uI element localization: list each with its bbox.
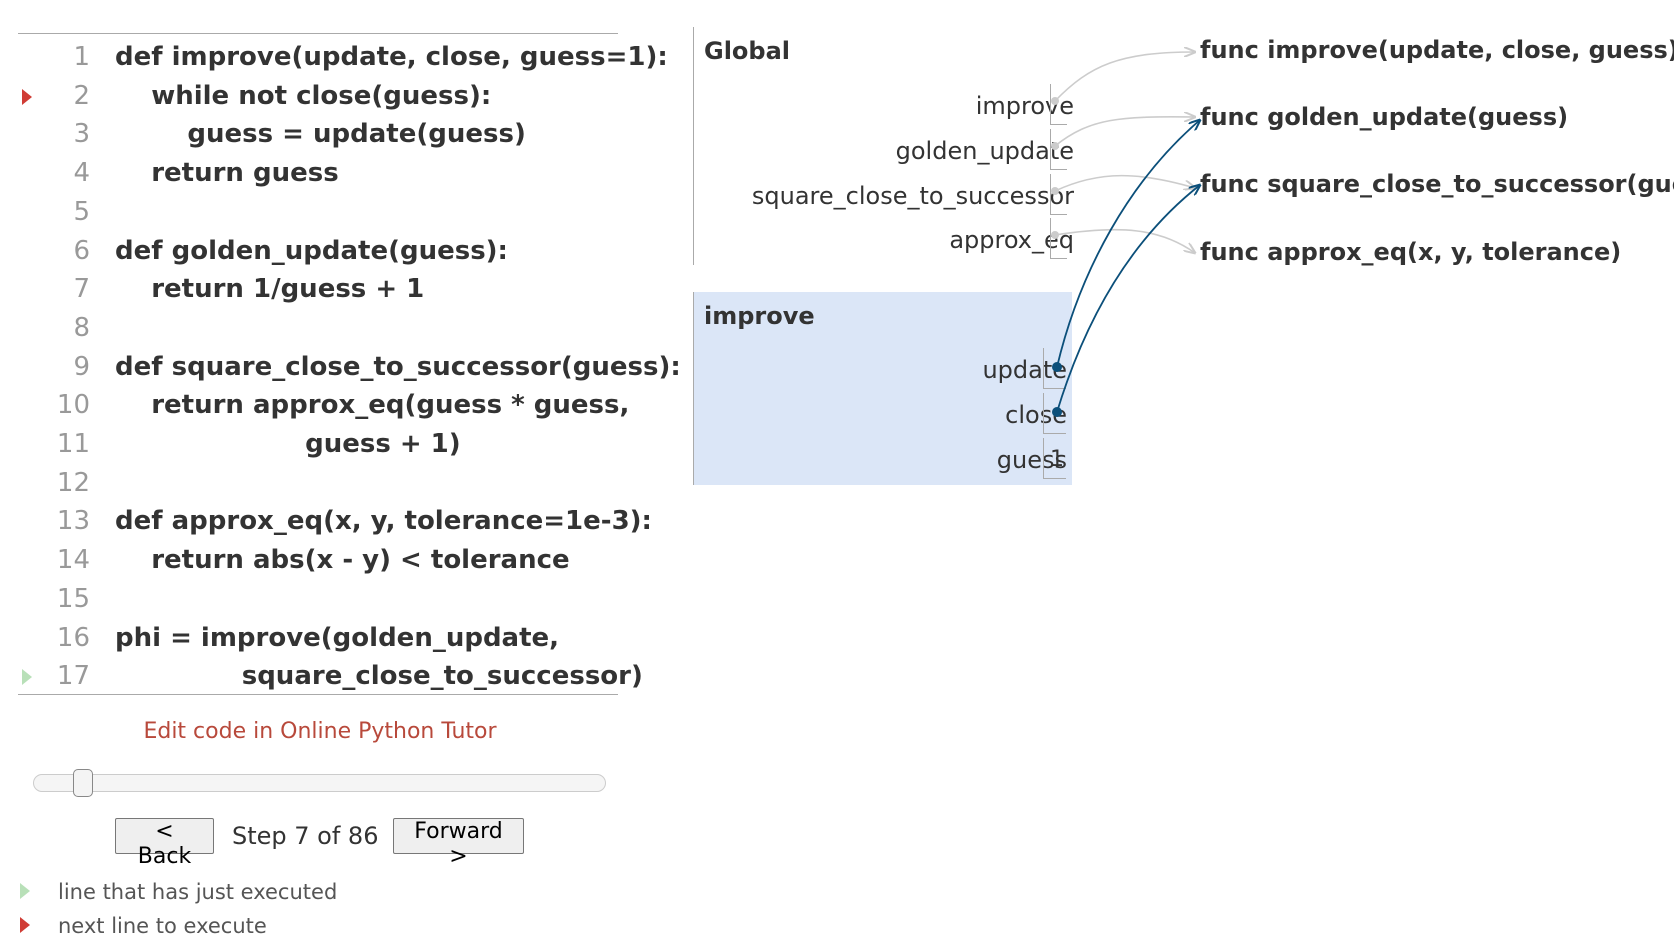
code-text: guess = update(guess) (115, 119, 526, 150)
global-var-slot (1050, 129, 1067, 170)
code-line: 15 (18, 581, 618, 619)
object-func-golden-update: func golden_update(guess) (1200, 103, 1569, 131)
global-frame: Global improve golden_update square_close_… (693, 27, 1074, 265)
line-number: 1 (73, 42, 90, 72)
global-var-name: golden_update (895, 137, 1074, 165)
line-number: 17 (56, 661, 90, 692)
line-number: 10 (56, 390, 90, 421)
line-number: 9 (73, 351, 90, 382)
code-line: 3 guess = update(guess) (18, 116, 618, 154)
frame-var-name: guess (996, 446, 1067, 474)
code-text: def improve(update, close, guess=1): (115, 42, 668, 72)
step-counter: Step 7 of 86 (232, 822, 379, 850)
global-var-name: approx_eq (949, 226, 1074, 254)
code-text: phi = improve(golden_update, (115, 622, 560, 653)
arrow-golden-update (1054, 117, 1195, 147)
next-line-arrow-icon (20, 917, 30, 933)
code-line: 5 (18, 194, 618, 232)
arrow-approx-eq (1054, 228, 1195, 253)
global-var-slot (1050, 84, 1067, 125)
frame-var-slot (1043, 393, 1066, 434)
code-text: return 1/guess + 1 (115, 274, 425, 305)
line-number: 16 (56, 622, 90, 653)
code-text: def approx_eq(x, y, tolerance=1e-3): (115, 506, 652, 537)
forward-button[interactable]: Forward > (393, 818, 524, 869)
frame-var-value: 1 (1050, 447, 1064, 472)
object-func-improve: func improve(update, close, guess) (1200, 36, 1674, 64)
line-number: 14 (56, 545, 90, 576)
code-line: 1 def improve(update, close, guess=1): (18, 39, 667, 77)
line-number: 2 (73, 80, 90, 111)
code-line: 7 return 1/guess + 1 (18, 271, 618, 309)
frame-pointers (1052, 120, 1200, 417)
code-line: 11 guess + 1) (18, 426, 618, 464)
global-pointers (1051, 52, 1195, 253)
global-var-slot (1050, 174, 1067, 215)
line-number: 4 (73, 158, 90, 189)
prev-line-arrow-icon[interactable] (22, 669, 32, 686)
code-line: 4 return guess (18, 155, 618, 193)
code-line: 17 square_close_to_successor) (18, 658, 643, 696)
code-line: 13 def approx_eq(x, y, tolerance=1e-3): (18, 503, 652, 541)
arrow-improve (1054, 52, 1195, 102)
frame-var-slot: 1 (1043, 438, 1066, 479)
line-number: 13 (56, 506, 90, 537)
step-slider[interactable] (33, 769, 606, 797)
frame-var-name: update (982, 356, 1067, 384)
global-var-name: square_close_to_successor (751, 182, 1074, 210)
back-button[interactable]: < Back (115, 818, 214, 869)
legend-next-text: next line to execute (58, 914, 267, 938)
arrow-update (1056, 120, 1200, 368)
improve-frame-title: improve (704, 302, 815, 330)
code-text: while not close(guess): (115, 80, 492, 111)
prev-line-arrow-icon (20, 883, 30, 899)
code-text: square_close_to_successor) (115, 661, 643, 692)
arrow-close (1056, 185, 1200, 413)
code-line: 9 def square_close_to_successor(guess): (18, 349, 680, 387)
line-number: 7 (73, 274, 90, 305)
code-text: def golden_update(guess): (115, 235, 508, 266)
object-func-approx-eq: func approx_eq(x, y, tolerance) (1200, 238, 1622, 266)
code-top-rule (18, 33, 618, 34)
code-line: 8 (18, 310, 618, 348)
slider-handle[interactable] (73, 769, 93, 797)
code-line: 14 return abs(x - y) < tolerance (18, 542, 618, 580)
code-line: 12 (18, 465, 618, 503)
code-text: return approx_eq(guess * guess, (115, 390, 630, 421)
code-text: guess + 1) (115, 429, 461, 459)
code-line: 6 def golden_update(guess): (18, 233, 618, 271)
next-line-arrow-icon[interactable] (22, 88, 32, 105)
code-text: def square_close_to_successor(guess): (115, 351, 681, 382)
line-number: 3 (73, 119, 90, 150)
code-text: return abs(x - y) < tolerance (115, 545, 570, 576)
code-text: return guess (115, 158, 339, 189)
edit-code-link[interactable]: Edit code in Online Python Tutor (143, 719, 497, 744)
global-var-slot (1050, 218, 1067, 259)
code-line: 16 phi = improve(golden_update, (18, 620, 618, 658)
global-var-name: improve (975, 92, 1074, 120)
line-number: 12 (56, 467, 90, 498)
global-frame-title: Global (704, 37, 791, 65)
object-func-square-close-to-successor: func square_close_to_successor(guess) (1200, 170, 1674, 198)
line-number: 11 (56, 429, 90, 459)
code-line: 2 while not close(guess): (18, 78, 618, 116)
legend-prev-text: line that has just executed (58, 880, 338, 904)
line-number: 8 (73, 312, 90, 343)
frame-var-slot (1043, 348, 1066, 389)
code-bottom-rule (18, 694, 618, 695)
code-line: 10 return approx_eq(guess * guess, (18, 387, 629, 425)
line-number: 5 (73, 196, 90, 227)
line-number: 6 (73, 235, 90, 266)
arrow-square-close (1054, 174, 1195, 192)
line-number: 15 (56, 583, 90, 614)
